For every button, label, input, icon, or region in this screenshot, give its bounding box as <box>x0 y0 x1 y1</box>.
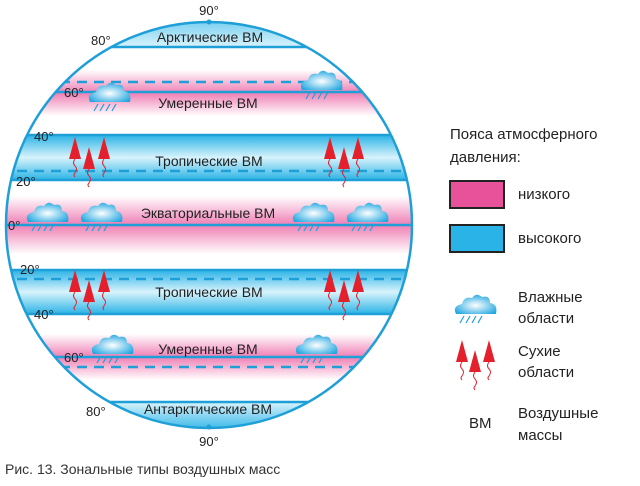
legend: Пояса атмосферного давления: низкого выс… <box>449 126 598 444</box>
legend-title: Пояса атмосферного <box>450 126 597 143</box>
latitude-equator: 0° <box>8 218 20 233</box>
legend-wet-cloud-icon <box>454 294 497 324</box>
latitude-n90: 90° <box>199 3 219 18</box>
zone-label-antarctic: Антарктические ВМ <box>144 401 272 417</box>
legend-high-pressure-swatch <box>449 224 505 253</box>
dashed-front-lines <box>6 80 412 369</box>
south-pole-dot <box>206 424 212 430</box>
zone-label-tropical-north: Тропические ВМ <box>155 153 262 169</box>
legend-wet-label: Влажные <box>518 289 583 306</box>
latitude-n80: 80° <box>91 33 111 48</box>
figure-caption: Рис. 13. Зональные типы воздушных масс <box>5 461 280 477</box>
latitude-s20: 20° <box>20 262 40 277</box>
legend-title-line2: давления: <box>450 149 521 166</box>
legend-low-pressure-swatch <box>449 180 505 209</box>
latitude-n20: 20° <box>16 174 36 189</box>
legend-dry-label: Сухие <box>518 343 561 360</box>
zone-label-temperate-south: Умеренные ВМ <box>158 341 257 357</box>
legend-vm-label: Воздушные <box>518 405 598 422</box>
latitude-s90: 90° <box>199 434 219 449</box>
latitude-s60: 60° <box>64 350 84 365</box>
legend-dry-arrows-icon <box>455 339 496 391</box>
zone-label-arctic: Арктические ВМ <box>157 29 263 45</box>
north-pole-dot <box>206 19 212 25</box>
latitude-s80: 80° <box>86 404 106 419</box>
latitude-s40: 40° <box>34 307 54 322</box>
legend-high-pressure-label: высокого <box>518 230 581 247</box>
legend-vm-label-line2: массы <box>518 427 562 444</box>
zone-label-tropical-south: Тропические ВМ <box>155 284 262 300</box>
zone-label-equatorial: Экваториальные ВМ <box>141 205 275 221</box>
legend-dry-label-line2: области <box>518 364 574 381</box>
legend-low-pressure-label: низкого <box>518 186 570 203</box>
latitude-n40: 40° <box>34 129 54 144</box>
legend-wet-label-line2: области <box>518 310 574 327</box>
zone-label-temperate-north: Умеренные ВМ <box>158 95 257 111</box>
latitude-n60: 60° <box>64 85 84 100</box>
legend-vm-abbr: ВМ <box>469 415 492 432</box>
